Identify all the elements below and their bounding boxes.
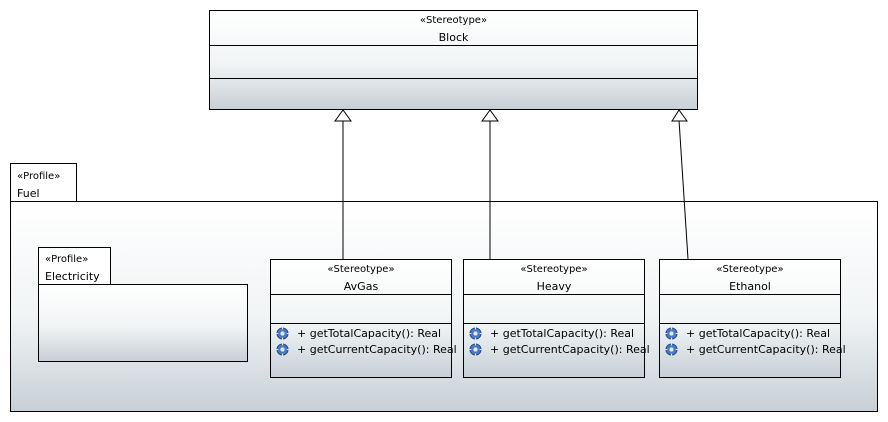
- block-name: Block: [438, 31, 469, 44]
- operation-signature: + getCurrentCapacity(): Real: [490, 342, 650, 356]
- block-operations-divider: [210, 78, 697, 79]
- block-attributes-divider: [210, 45, 697, 46]
- ethanol-operations-divider: [660, 323, 840, 324]
- operation-signature: + getTotalCapacity(): Real: [686, 326, 831, 340]
- operation-row[interactable]: + getCurrentCapacity(): Real: [276, 341, 457, 357]
- operation-gear-icon: [276, 342, 289, 356]
- electricity-profile-keyword: «Profile»: [45, 254, 89, 265]
- operation-row[interactable]: + getTotalCapacity(): Real: [469, 325, 634, 341]
- block-stereotype[interactable]: «Stereotype» Block: [209, 10, 698, 110]
- operation-gear-icon: [469, 326, 482, 340]
- operation-gear-icon: [665, 342, 678, 356]
- heavy-operations-divider: [464, 323, 644, 324]
- operation-row[interactable]: + getCurrentCapacity(): Real: [665, 341, 846, 357]
- avgas-attributes-divider: [271, 294, 451, 295]
- operation-row[interactable]: + getTotalCapacity(): Real: [276, 325, 441, 341]
- operation-signature: + getTotalCapacity(): Real: [490, 326, 635, 340]
- electricity-profile-name: Electricity: [45, 270, 100, 283]
- fuel-profile-tab[interactable]: «Profile» Fuel: [10, 163, 77, 202]
- stereotype-heavy[interactable]: «Stereotype» Heavy + getTotalCapacity():…: [463, 259, 650, 378]
- stereotype-ethanol[interactable]: «Stereotype» Ethanol + getTotalCapacity(…: [659, 259, 846, 378]
- ethanol-name: Ethanol: [729, 280, 771, 293]
- operation-row[interactable]: + getTotalCapacity(): Real: [665, 325, 830, 341]
- ethanol-attributes-divider: [660, 294, 840, 295]
- operation-gear-icon: [665, 326, 678, 340]
- block-stereotype-keyword: «Stereotype»: [419, 15, 488, 26]
- operation-signature: + getCurrentCapacity(): Real: [686, 342, 846, 356]
- ethanol-keyword: «Stereotype»: [716, 264, 784, 275]
- operation-signature: + getCurrentCapacity(): Real: [297, 342, 457, 356]
- fuel-profile-keyword: «Profile»: [17, 171, 61, 182]
- hollow-triangle-arrow: [481, 109, 499, 122]
- hollow-triangle-arrow: [334, 109, 352, 122]
- fuel-profile-name: Fuel: [17, 187, 40, 200]
- generalization-heavy-block[interactable]: [481, 109, 499, 259]
- avgas-name: AvGas: [343, 280, 379, 293]
- operation-signature: + getTotalCapacity(): Real: [297, 326, 442, 340]
- generalization-avgas-block[interactable]: [334, 109, 352, 259]
- stereotype-avgas[interactable]: «Stereotype» AvGas + getTotalCapacity():…: [270, 259, 457, 378]
- electricity-profile-body[interactable]: [38, 284, 248, 362]
- heavy-name: Heavy: [536, 280, 572, 293]
- operation-row[interactable]: + getCurrentCapacity(): Real: [469, 341, 650, 357]
- avgas-keyword: «Stereotype»: [327, 264, 395, 275]
- operation-gear-icon: [469, 342, 482, 356]
- generalization-ethanol-block[interactable]: [671, 109, 689, 260]
- heavy-attributes-divider: [464, 294, 644, 295]
- operation-gear-icon: [276, 326, 289, 340]
- heavy-keyword: «Stereotype»: [520, 264, 588, 275]
- avgas-operations-divider: [271, 323, 451, 324]
- hollow-triangle-arrow: [671, 109, 688, 122]
